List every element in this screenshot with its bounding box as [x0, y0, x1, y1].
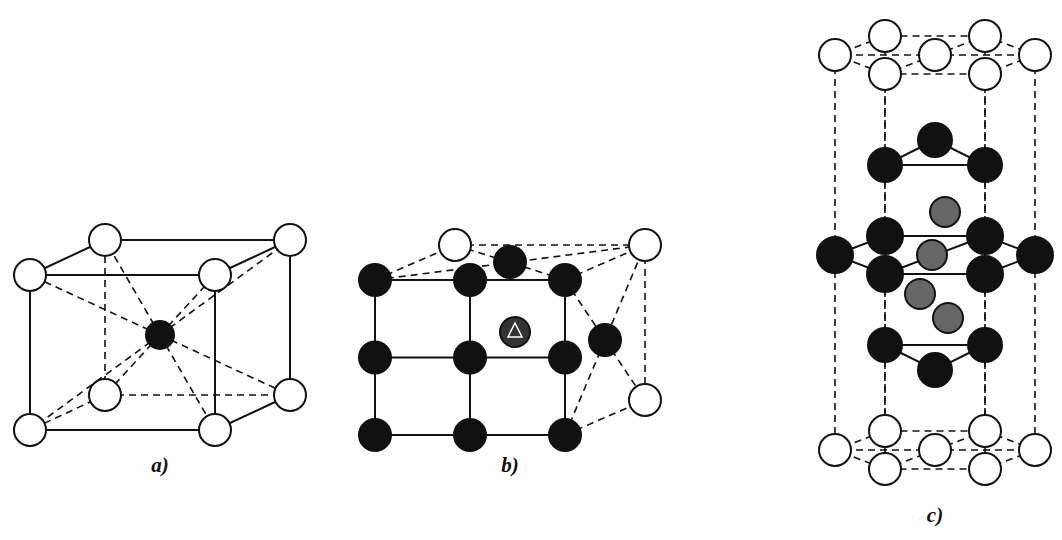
- atoms-c: [817, 20, 1053, 485]
- cell-c: [835, 36, 1035, 469]
- atoms-b: [359, 229, 661, 451]
- cell-a: [30, 240, 290, 430]
- subfigure-label: b): [501, 455, 519, 476]
- cell-b: [375, 245, 645, 435]
- atoms-a: [14, 224, 306, 446]
- subfigure-label: a): [151, 455, 169, 476]
- subfigure-label: c): [927, 505, 943, 526]
